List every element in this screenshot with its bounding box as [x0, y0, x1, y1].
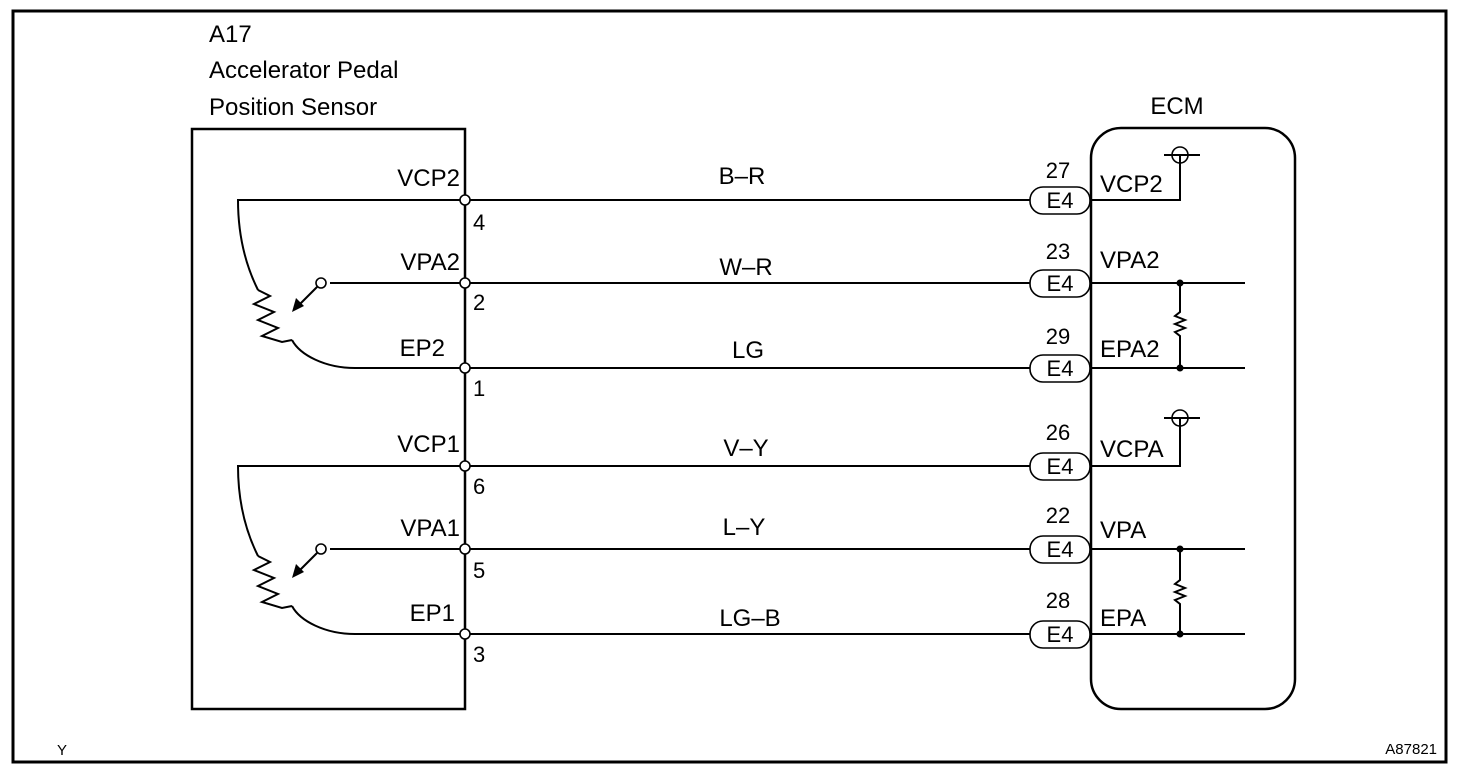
sensor-terminal-pin	[459, 194, 471, 206]
wire-color-label: B–R	[719, 163, 766, 190]
connector-code: E4	[1047, 188, 1074, 213]
figure-id: A87821	[1385, 741, 1437, 758]
sensor-pin-number: 4	[473, 210, 485, 235]
connector-code: E4	[1047, 537, 1074, 562]
outer-frame	[11, 9, 1448, 764]
ecm-pin-number: 27	[1046, 158, 1070, 183]
circuit-row: EP2 1 LG E4 29 EPA2	[400, 324, 1160, 401]
ecm-pin-number: 22	[1046, 503, 1070, 528]
ecm-terminal-label: VCPA	[1100, 436, 1164, 463]
connector-code: E4	[1047, 271, 1074, 296]
wire-color-label: W–R	[719, 254, 772, 281]
sensor-terminal-pin	[459, 543, 471, 555]
ecm-pin-number: 29	[1046, 324, 1070, 349]
sensor-terminal-label: VPA1	[400, 515, 460, 542]
ecm-title: ECM	[1150, 93, 1203, 120]
ecm-terminal-label: EPA2	[1100, 336, 1160, 363]
connector-block	[1029, 186, 1091, 215]
ecm-terminal-label: VPA	[1100, 517, 1146, 544]
wire-color-label: LG	[732, 337, 764, 364]
ecm-terminal-label: VCP2	[1100, 171, 1163, 198]
sensor-pin-number: 1	[473, 376, 485, 401]
ecm-terminal-label: EPA	[1100, 605, 1146, 632]
wire-color-label: LG–B	[719, 605, 780, 632]
wire-color-label: L–Y	[723, 514, 766, 541]
wire-color-label: V–Y	[723, 435, 768, 462]
circuit-row: VCP1 6 V–Y E4 26 VCPA	[397, 420, 1163, 499]
ecm-internals	[1091, 146, 1245, 638]
connector-block	[1029, 620, 1091, 649]
ecm-pin-number: 28	[1046, 588, 1070, 613]
sensor-terminal-label: EP1	[410, 600, 455, 627]
connector-block	[1029, 269, 1091, 298]
sensor-box	[190, 127, 467, 711]
connector-code: E4	[1047, 454, 1074, 479]
circuit-row: VPA1 5 L–Y E4 22 VPA	[400, 503, 1146, 583]
circuit-row: VPA2 2 W–R E4 23 VPA2	[400, 239, 1159, 315]
ecm-terminal-label: VPA2	[1100, 247, 1160, 274]
sensor-internals	[236, 199, 465, 635]
sensor-pin-number: 2	[473, 290, 485, 315]
sensor-name-line2: Position Sensor	[209, 94, 377, 121]
sensor-terminal-pin	[459, 277, 471, 289]
connector-block	[1029, 354, 1091, 383]
sensor-pin-number: 3	[473, 642, 485, 667]
sensor-terminal-label: VPA2	[400, 249, 460, 276]
connector-code: E4	[1047, 356, 1074, 381]
ecm-pin-number: 23	[1046, 239, 1070, 264]
ecm-box	[1089, 126, 1297, 711]
circuit-row: EP1 3 LG–B E4 28 EPA	[410, 588, 1147, 667]
connector-block	[1029, 535, 1091, 564]
connector-block	[1029, 452, 1091, 481]
footer-left-mark: Y	[57, 742, 67, 759]
sensor-pin-number: 5	[473, 558, 485, 583]
connector-code: E4	[1047, 622, 1074, 647]
sensor-terminal-label: VCP2	[397, 165, 460, 192]
sensor-terminal-label: VCP1	[397, 431, 460, 458]
sensor-code: A17	[209, 21, 252, 48]
ecm-pin-number: 26	[1046, 420, 1070, 445]
sensor-pin-number: 6	[473, 474, 485, 499]
sensor-terminal-pin	[459, 362, 471, 374]
sensor-name-line1: Accelerator Pedal	[209, 57, 398, 84]
sensor-terminal-pin	[459, 628, 471, 640]
sensor-terminal-pin	[459, 460, 471, 472]
circuit-row: VCP2 4 B–R E4 27 VCP2	[397, 158, 1162, 235]
sensor-terminal-label: EP2	[400, 335, 445, 362]
